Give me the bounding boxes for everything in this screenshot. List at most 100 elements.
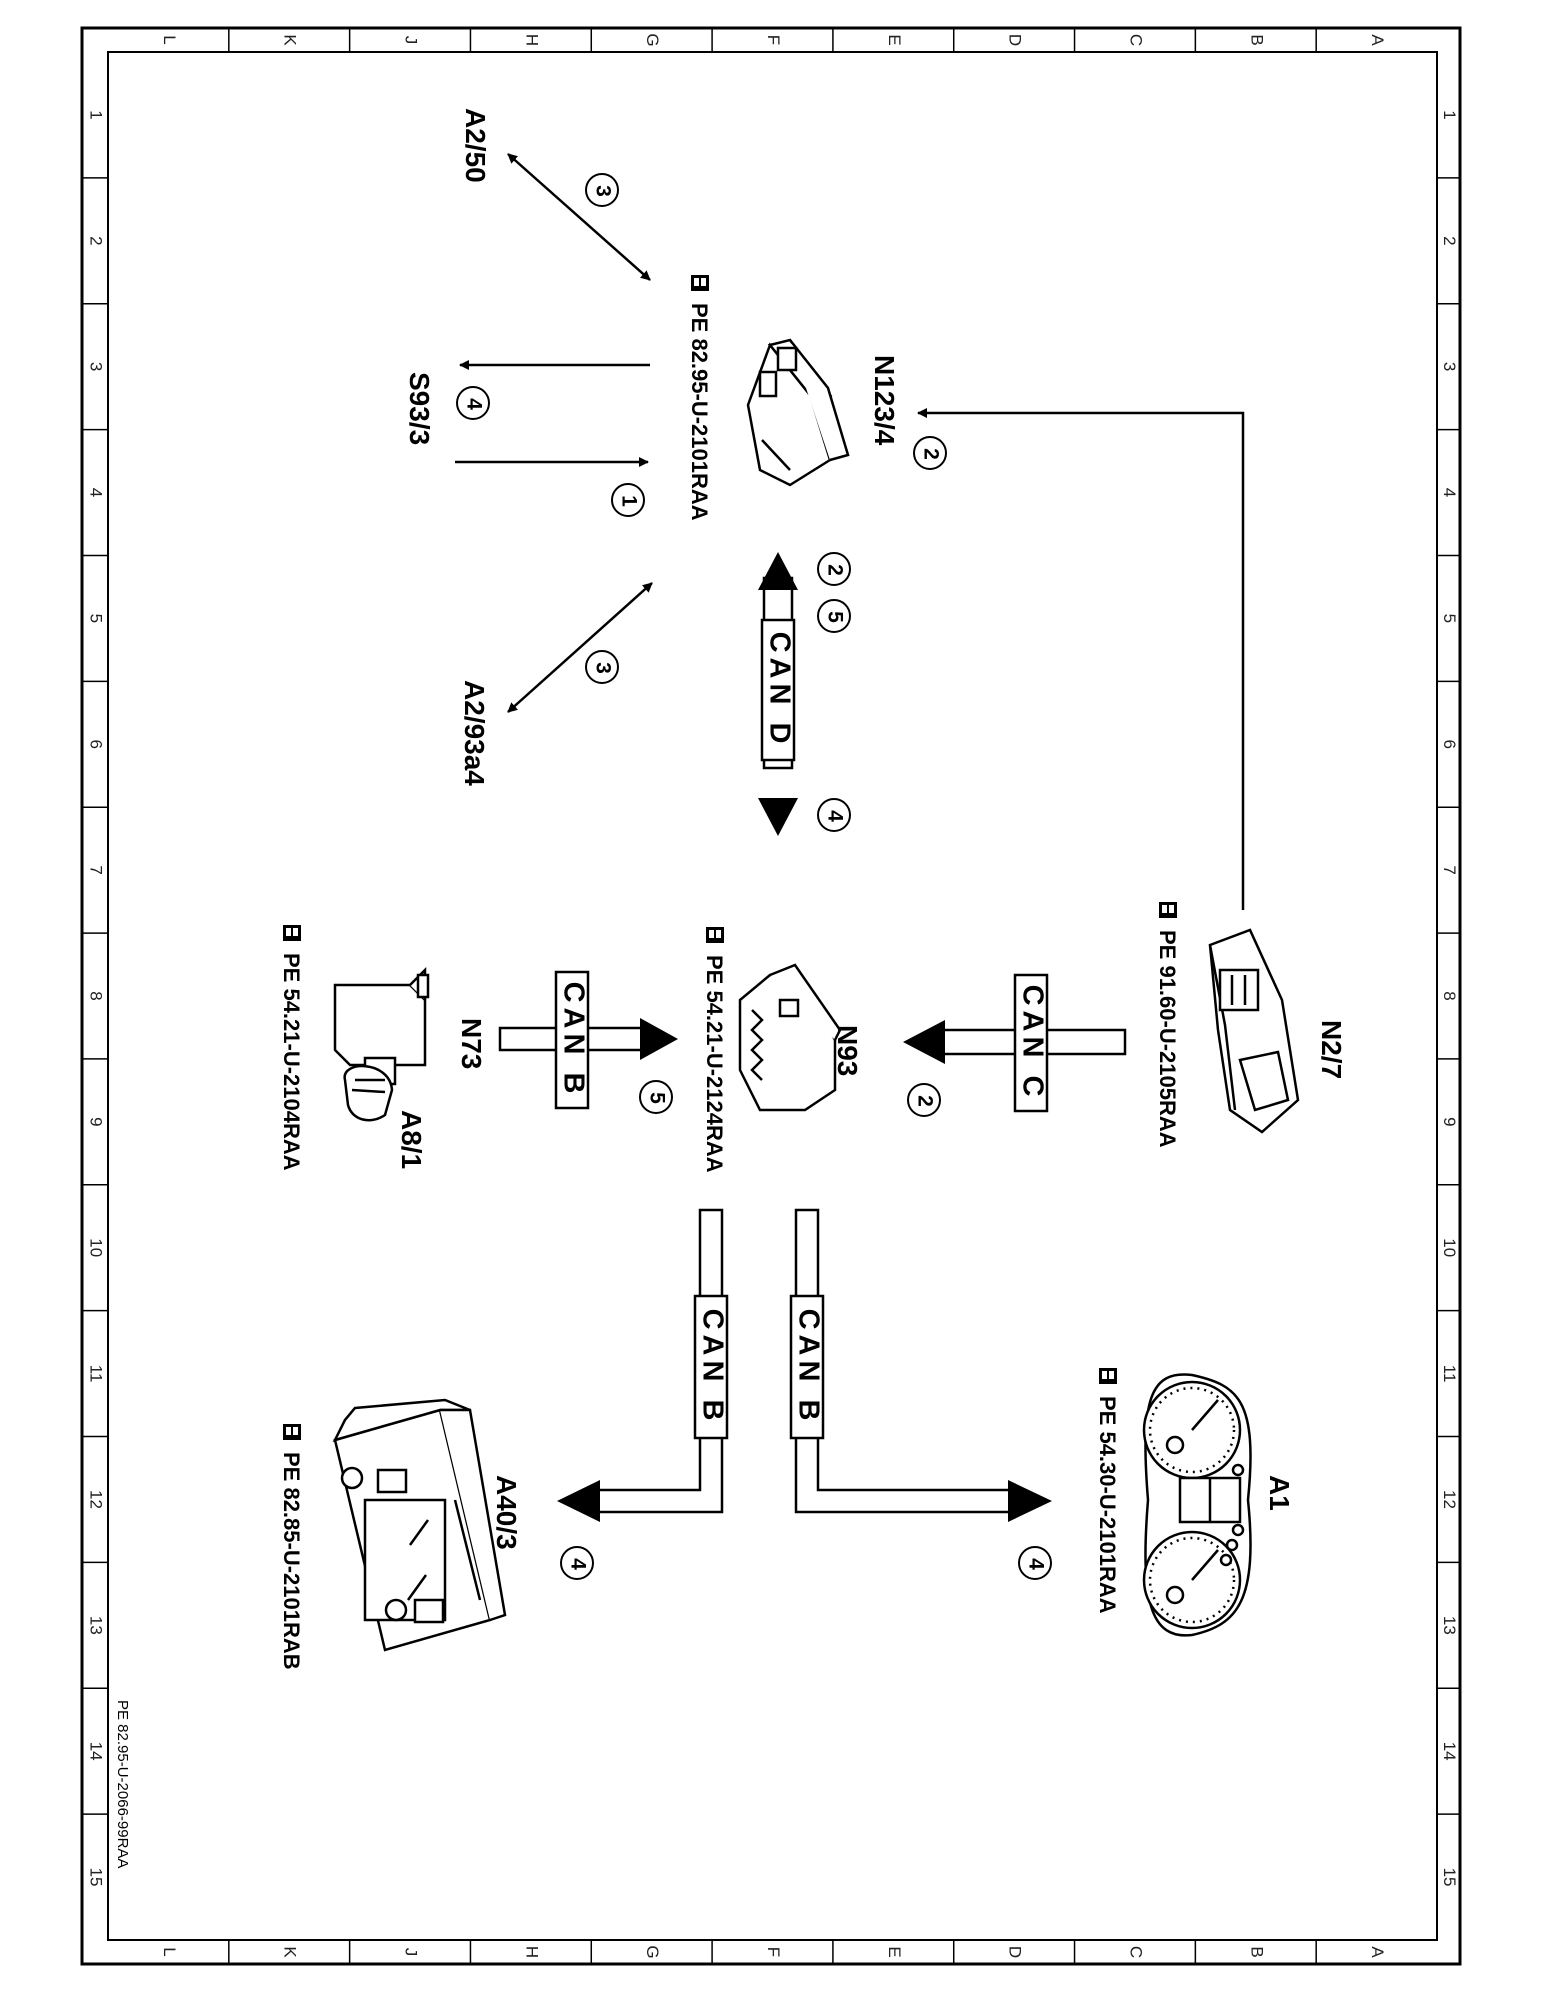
can-d-label: CAN D — [763, 632, 795, 749]
grid-letter-label: K — [281, 1946, 300, 1958]
svg-text:2: 2 — [919, 448, 942, 460]
svg-text:4: 4 — [462, 398, 485, 410]
grid-number-label: 9 — [87, 1117, 106, 1126]
grid-letter-label: K — [281, 34, 300, 46]
a2-50-group: A2/50 3 — [460, 108, 651, 281]
grid-number-label: 2 — [1440, 236, 1459, 245]
step-number: 3 — [585, 173, 619, 207]
instrument-cluster-icon — [1142, 1373, 1252, 1637]
s93-3-label: S93/3 — [404, 372, 435, 445]
svg-text:2: 2 — [913, 1095, 936, 1107]
n93-module: N93 PE 54.21-U-2124RAA — [702, 927, 863, 1173]
grid-number-label: 5 — [1440, 614, 1459, 623]
s93-3-group: S93/3 4 1 — [404, 360, 650, 517]
svg-text:2: 2 — [823, 564, 846, 576]
n123-4-module: N123/4 PE 82.95-U-2101RAA — [687, 275, 900, 521]
grid-letter-label: B — [1247, 1946, 1266, 1957]
step-number: 4 — [456, 386, 490, 420]
grid-number-label: 6 — [1440, 740, 1459, 749]
a1-label: A1 — [1264, 1475, 1295, 1511]
grid-number-label: 1 — [87, 110, 106, 119]
can-b-a40-bus: CAN B 4 — [557, 1208, 728, 1580]
n2-7-to-n123-4-line: 2 — [913, 408, 1245, 910]
grid-number-label: 15 — [87, 1868, 106, 1887]
control-unit-icon — [1208, 928, 1300, 1134]
can-c-label: CAN C — [1016, 985, 1048, 1102]
grid-letter-label: D — [1006, 1946, 1025, 1958]
document-id-text: PE 82.95-U-2066-99RAA — [114, 1700, 131, 1868]
grid-letter-label: D — [1006, 34, 1025, 46]
document-id: PE 82.95-U-2066-99RAA — [114, 1700, 131, 1868]
n2-7-ref: PE 91.60-U-2105RAA — [1155, 930, 1180, 1148]
n2-7-label: N2/7 — [1316, 1020, 1347, 1079]
grid-number-label: 7 — [1440, 865, 1459, 874]
grid-letter-label: A — [1368, 34, 1387, 46]
grid-letter-label: G — [643, 33, 662, 46]
grid-number-label: 11 — [1440, 1365, 1459, 1383]
a2-50-label: A2/50 — [460, 108, 491, 183]
grid-number-label: 8 — [87, 991, 106, 1000]
step-number: 5 — [817, 599, 851, 633]
n73-label: N73 — [456, 1018, 487, 1069]
step-number: 5 — [639, 1080, 673, 1114]
svg-text:3: 3 — [591, 662, 614, 674]
grid-number-label: 13 — [87, 1616, 106, 1635]
grid-letter-label: L — [160, 35, 179, 44]
can-b-a1-label: CAN B — [792, 1309, 824, 1426]
can-b-a40-label: CAN B — [696, 1309, 728, 1426]
grid-letter-label: E — [885, 34, 904, 45]
grid-letter-label: F — [764, 1947, 783, 1957]
n123-4-ref: PE 82.95-U-2101RAA — [687, 303, 712, 521]
svg-text:1: 1 — [617, 495, 640, 507]
grid-number-label: 7 — [87, 865, 106, 874]
grid-letter-label: L — [160, 1947, 179, 1956]
grid-number-label: 14 — [87, 1742, 106, 1761]
svg-text:5: 5 — [823, 611, 846, 623]
can-b-a1-bus: CAN B 4 — [789, 1208, 1052, 1580]
grid-number-label: 6 — [87, 740, 106, 749]
a1-ref: PE 54.30-U-2101RAA — [1095, 1396, 1120, 1614]
grid-letter-label: C — [1126, 1946, 1145, 1958]
n2-7-module: N2/7 PE 91.60-U-2105RAA — [1155, 902, 1347, 1148]
can-b-n73-bus: CAN B 5 — [498, 970, 678, 1114]
grid-letter-label: H — [522, 34, 541, 46]
a2-93a4-group: A2/93a4 3 — [459, 582, 653, 786]
a40-3-ref: PE 82.85-U-2101RAB — [279, 1452, 304, 1670]
grid-number-label: 10 — [1440, 1238, 1459, 1257]
ignition-switch-icon — [333, 966, 430, 1122]
control-unit-icon — [738, 963, 842, 1112]
grid-letter-label: J — [402, 36, 421, 45]
can-b-n73-label: CAN B — [557, 982, 589, 1099]
grid-letter-label: J — [402, 1948, 421, 1957]
n73-module: N73 A8/1 PE 54.21-U-2104RAA — [279, 925, 487, 1171]
reference-hand-icon — [283, 1424, 301, 1440]
step-number: 2 — [817, 552, 851, 586]
grid-ticks — [82, 28, 1460, 1964]
grid-letter-label: C — [1126, 34, 1145, 46]
svg-text:4: 4 — [823, 810, 846, 822]
grid-number-label: 14 — [1440, 1742, 1459, 1761]
a8-1-label: A8/1 — [396, 1110, 427, 1169]
grid-number-label: 3 — [1440, 362, 1459, 371]
svg-text:4: 4 — [1024, 1558, 1047, 1570]
grid-number-label: 12 — [1440, 1490, 1459, 1509]
control-unit-icon — [746, 338, 850, 487]
reference-hand-icon — [706, 927, 724, 943]
a40-3-module: A40/3 PE 82.85-U-2101RAB — [279, 1398, 522, 1670]
reference-hand-icon — [691, 275, 709, 291]
drawing-frame — [80, 26, 1462, 1966]
grid-number-label: 4 — [1440, 488, 1459, 497]
reference-hand-icon — [283, 925, 301, 941]
grid-letter-label: F — [764, 35, 783, 45]
grid-number-label: 11 — [87, 1365, 106, 1383]
grid-number-label: 12 — [87, 1490, 106, 1509]
step-number: 4 — [817, 798, 851, 832]
display-unit-icon — [332, 1398, 507, 1652]
grid-number-label: 3 — [87, 362, 106, 371]
step-number: 4 — [1018, 1546, 1052, 1580]
grid-number-label: 15 — [1440, 1868, 1459, 1887]
a2-93a4-label: A2/93a4 — [459, 680, 490, 786]
grid-letter-label: E — [885, 1946, 904, 1957]
